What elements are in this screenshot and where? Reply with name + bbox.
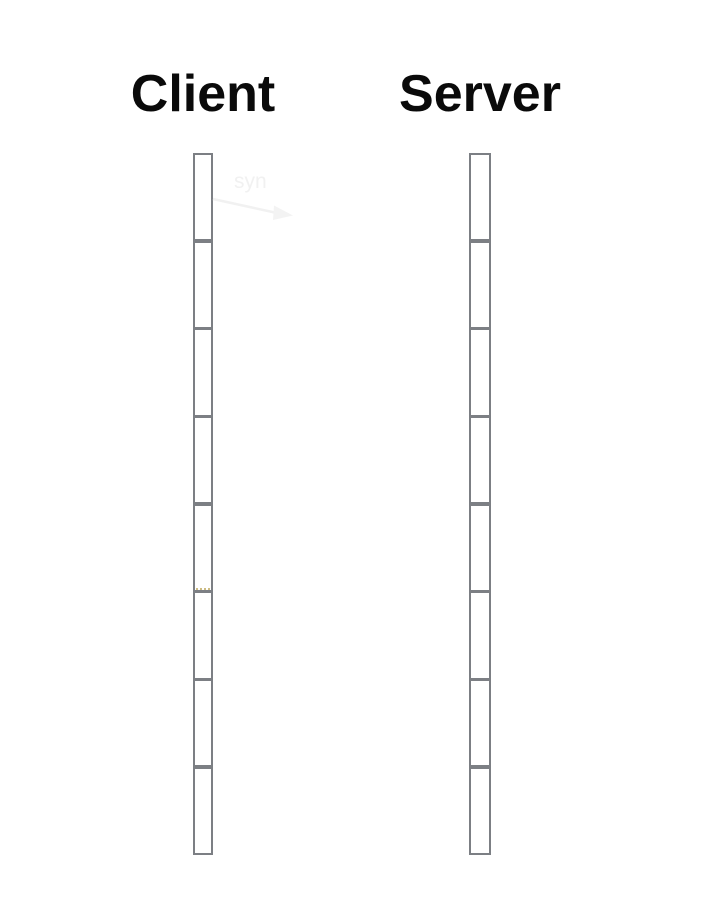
- activation-segment-server-3: [469, 328, 491, 417]
- activation-segment-client-7: [193, 679, 213, 768]
- activation-segment-server-1: [469, 153, 491, 242]
- actor-title-client: Client: [130, 65, 276, 123]
- activation-segment-server-5: [469, 503, 491, 592]
- activation-segment-server-6: [469, 591, 491, 680]
- activation-segment-client-8: [193, 766, 213, 855]
- activation-segment-client-6: [193, 591, 213, 680]
- activation-segment-server-8: [469, 766, 491, 855]
- actor-title-server: Server: [399, 65, 561, 123]
- lifeline-server: [469, 153, 491, 855]
- lifeline-client: [193, 153, 213, 855]
- segment-highlight-dots: [196, 587, 210, 590]
- activation-segment-client-5: [193, 503, 213, 592]
- activation-segment-client-4: [193, 416, 213, 505]
- activation-segment-server-2: [469, 240, 491, 329]
- activation-segment-server-4: [469, 416, 491, 505]
- activation-segment-client-2: [193, 240, 213, 329]
- activation-segment-client-1: [193, 153, 213, 242]
- activation-segment-client-3: [193, 328, 213, 417]
- message-arrow-icon: [212, 197, 293, 220]
- activation-segment-server-7: [469, 679, 491, 768]
- message-syn-label: syn: [234, 170, 267, 193]
